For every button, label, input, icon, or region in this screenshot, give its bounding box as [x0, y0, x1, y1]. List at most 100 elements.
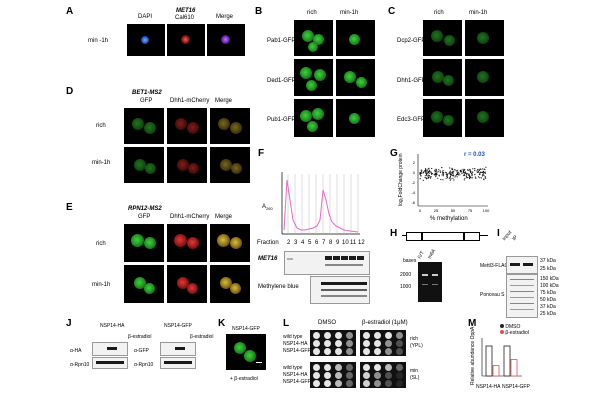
western-blot	[92, 342, 128, 356]
scatter-point	[460, 171, 462, 173]
micrograph	[210, 265, 250, 303]
col-header: Merge	[215, 98, 233, 104]
scatter-point	[484, 172, 486, 174]
y-tick: 2	[413, 160, 416, 165]
scatter-point	[438, 169, 440, 171]
scatter-point	[467, 169, 469, 171]
scatter-point	[485, 177, 487, 179]
yeast-spot	[396, 372, 403, 379]
lane-label: Input	[501, 229, 514, 242]
scatter-point	[419, 173, 422, 175]
scatter-point	[426, 169, 428, 171]
scatter-plot: 2 0 -2 -4 -6 0 25 50 75 100	[411, 154, 490, 213]
yeast-spot	[374, 364, 381, 371]
scatter-point	[482, 174, 484, 176]
row-label: min-1h	[92, 282, 111, 288]
scatter-point	[442, 175, 444, 177]
marker: 150 kDa	[540, 276, 559, 282]
scatter-point	[480, 171, 483, 173]
strain-label: wild type	[283, 334, 303, 340]
bar-chart	[481, 338, 522, 377]
scatter-point	[472, 168, 474, 170]
spot-assay	[360, 330, 406, 356]
scatter-point	[463, 173, 465, 175]
panel-letter: A	[66, 6, 74, 17]
scatter-point	[423, 171, 425, 173]
scatter-point	[426, 172, 428, 174]
scatter-point	[474, 168, 476, 170]
scatter-point	[464, 171, 466, 173]
panel-letter: M	[468, 318, 477, 329]
fraction-label: Fraction	[257, 240, 279, 246]
fraction-number: 8	[329, 240, 333, 246]
row-label: rich	[96, 123, 106, 129]
medium-label: rich	[410, 336, 419, 342]
scatter-point	[427, 168, 429, 170]
spot-assay	[310, 330, 356, 356]
micrograph	[294, 59, 333, 96]
antibody-label: α-GFP	[134, 348, 149, 354]
scatter-point	[449, 179, 451, 181]
yeast-spot	[335, 364, 342, 371]
scatter-point	[427, 174, 429, 176]
row-label: Pab1-GFP	[267, 38, 296, 44]
treatment-label: β-estradiol	[128, 334, 152, 340]
methylene-blue-stain	[310, 276, 370, 304]
panel-letter: C	[388, 6, 396, 17]
scatter-point	[449, 170, 452, 172]
scatter-point	[428, 175, 430, 177]
scatter-point	[449, 176, 451, 179]
col-header: NSP14-GFP	[164, 323, 192, 329]
col-subheader: GFP	[138, 214, 151, 220]
scatter-point	[474, 176, 477, 178]
fraction-number: 3	[294, 240, 298, 246]
scatter-point	[457, 174, 459, 176]
col-header: β-estradiol (1μM)	[362, 320, 408, 326]
ladder-title: bases	[403, 258, 417, 264]
x-tick: 50	[451, 208, 456, 213]
scatter-point	[424, 177, 426, 179]
scatter-point	[428, 172, 430, 174]
y-tick: -2	[411, 180, 415, 185]
row-label: rich	[96, 241, 106, 247]
medium-sublabel: (YPL)	[410, 343, 423, 349]
scatter-point	[445, 172, 447, 174]
panel-letter: B	[255, 6, 263, 17]
yeast-spot	[324, 340, 331, 347]
scatter-point	[452, 173, 454, 175]
scatter-point	[481, 175, 483, 177]
scatter-point	[464, 174, 466, 177]
scatter-point	[449, 167, 451, 169]
yeast-spot	[335, 372, 342, 379]
scatter-point	[435, 170, 438, 172]
micrograph	[210, 147, 250, 183]
yeast-spot	[363, 348, 370, 355]
bar	[492, 365, 500, 377]
yeast-spot	[396, 380, 403, 387]
scatter-point	[462, 171, 464, 173]
blot-label: MET16	[258, 256, 278, 262]
scatter-point	[440, 178, 442, 181]
scatter-point	[469, 170, 471, 172]
marker: 50 kDa	[540, 297, 556, 303]
col-header: Dhh1-mCherry	[170, 214, 210, 220]
scatter-point	[476, 170, 478, 172]
scatter-point	[460, 169, 462, 171]
x-tick: 0	[419, 208, 422, 213]
blot-label: Ponceau S	[480, 292, 505, 298]
strain-label: NSP14-HA	[283, 372, 308, 378]
yeast-spot	[385, 372, 392, 379]
scatter-point	[459, 174, 461, 176]
col-header: rich	[434, 10, 444, 16]
scatter-point	[446, 175, 448, 177]
micrograph	[336, 99, 375, 137]
col-header: min-1h	[469, 10, 488, 16]
yeast-spot	[396, 348, 403, 355]
scatter-point	[457, 169, 459, 171]
scatter-point	[452, 177, 454, 179]
scatter-point	[434, 170, 437, 172]
scatter-point	[420, 175, 422, 177]
x-axis-label: % methylation	[430, 216, 468, 222]
scatter-point	[431, 173, 434, 175]
scatter-point	[465, 172, 467, 174]
